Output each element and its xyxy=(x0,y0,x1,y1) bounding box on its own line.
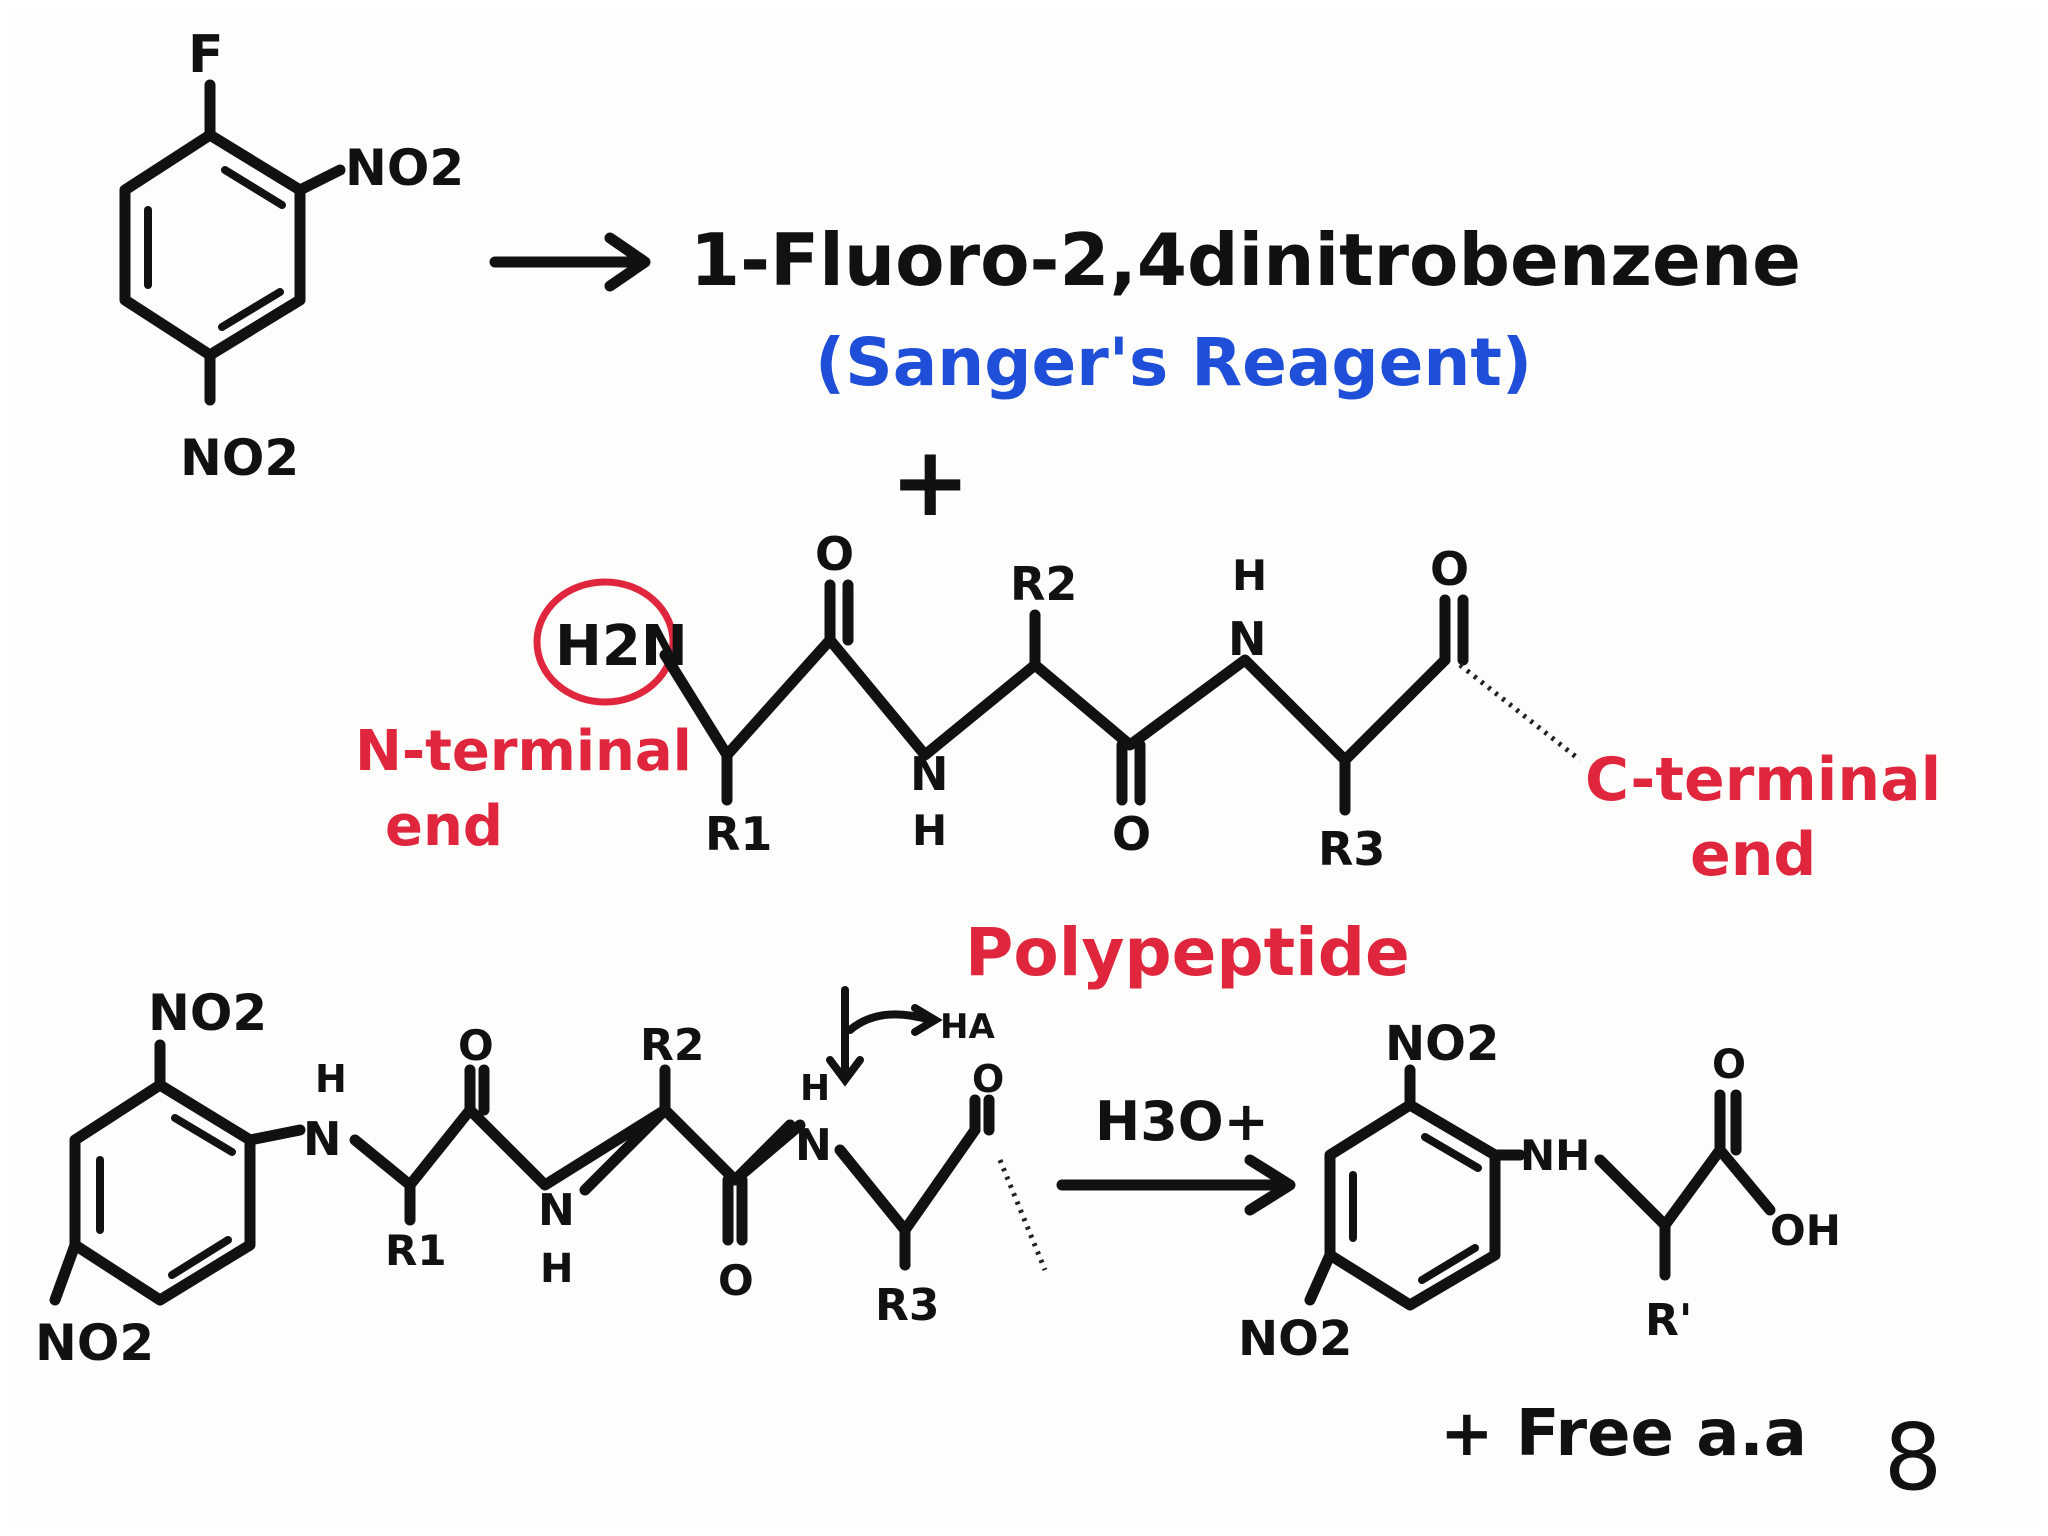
dnp-peptide-backbone-3 xyxy=(834,1124,981,1236)
n-terminal-label-line2: end xyxy=(385,794,503,859)
amide-h-1: H xyxy=(912,806,947,855)
c-no2-bond xyxy=(49,1239,81,1306)
r1-label: R1 xyxy=(705,807,772,861)
ring-double-bond xyxy=(171,1114,236,1156)
dnp-amine-h: H xyxy=(315,1057,347,1101)
ring-n-bond xyxy=(244,1124,306,1146)
amide-n-1: N xyxy=(910,747,949,801)
dnp-amino-acid-structure: NO2 NO2 NH O OH R' xyxy=(1238,1016,1841,1367)
fluorine-label: F xyxy=(188,25,224,85)
product-ortho-nitro: NO2 xyxy=(1385,1016,1499,1072)
polypeptide-label: Polypeptide xyxy=(965,914,1410,991)
dnp-amide-n-1: N xyxy=(538,1185,575,1236)
dnp-amine-n: N xyxy=(303,1112,342,1166)
ortho-nitro-label: NO2 xyxy=(345,139,464,197)
product-hydroxyl-label: OH xyxy=(1770,1206,1841,1255)
c-terminal-label-line1: C-terminal xyxy=(1585,745,1941,815)
product-backbone xyxy=(1594,1144,1776,1231)
plus-sign: + xyxy=(890,426,970,538)
ring-double-bond xyxy=(221,166,286,209)
hydrolysis-arrowhead xyxy=(826,1056,864,1087)
hydrolysis-label: HA xyxy=(940,1007,995,1047)
acid-reagent-label: H3O+ xyxy=(1095,1090,1269,1153)
chain-continuation-dots xyxy=(1458,663,1582,762)
n-terminal-amine-label: H2N xyxy=(555,614,688,679)
carbonyl-oxygen-1: O xyxy=(815,527,854,581)
ring-double-bond xyxy=(168,1236,232,1279)
product-r-prime-label: R' xyxy=(1645,1295,1692,1346)
dnp-ortho-nitro: NO2 xyxy=(148,984,267,1042)
dnp-r3-label: R3 xyxy=(875,1280,940,1331)
dnp-para-nitro: NO2 xyxy=(35,1314,154,1372)
reagent-structure: F NO2 NO2 xyxy=(119,25,464,487)
ring-double-bond xyxy=(218,288,284,331)
reagent-name: 1-Fluoro-2,4dinitrobenzene xyxy=(690,218,1801,302)
paper-background xyxy=(10,8,2038,1528)
r2-label: R2 xyxy=(1010,557,1077,611)
slide-number: 8 xyxy=(1883,1404,1943,1511)
dnp-polypeptide-structure: NO2 NO2 N H O R1 N H R2 O N H R3 xyxy=(35,984,1048,1372)
product-amine-label: NH xyxy=(1520,1131,1590,1180)
carbonyl-oxygen-3: O xyxy=(1430,542,1469,596)
para-nitro-label: NO2 xyxy=(180,429,299,487)
n-terminal-label-line1: N-terminal xyxy=(355,719,692,784)
dnp-carbonyl-oxygen-2: O xyxy=(718,1256,754,1305)
product-carbonyl-oxygen: O xyxy=(1712,1042,1746,1088)
ring-double-bond xyxy=(1418,1244,1479,1284)
reagent-common-name: (Sanger's Reagent) xyxy=(815,324,1532,401)
n-terminal-highlight-circle xyxy=(533,578,677,706)
c-no2-bond xyxy=(294,164,346,196)
dnp-carbonyl-oxygen-1: O xyxy=(458,1021,494,1070)
hydrolysis-reaction-arrowhead xyxy=(1244,1154,1296,1216)
polypeptide-structure: H2N O R1 N H R2 O N H R3 O xyxy=(533,527,1582,876)
hydrolysis-curve-head xyxy=(911,1004,943,1036)
amide-n-2: N xyxy=(1228,612,1267,666)
carbonyl-oxygen-2: O xyxy=(1112,807,1151,861)
dnp-r1-label: R1 xyxy=(385,1226,447,1275)
dnp-r2-label: R2 xyxy=(640,1020,705,1071)
dnp-amide-h-2: H xyxy=(800,1068,830,1109)
chain-continuation-dots xyxy=(997,1159,1048,1271)
naming-arrowhead xyxy=(604,232,651,292)
ring-double-bond xyxy=(1421,1133,1482,1172)
dnp-peptide-backbone-2 xyxy=(579,1104,796,1196)
r3-label: R3 xyxy=(1318,822,1385,876)
product-para-nitro: NO2 xyxy=(1238,1311,1352,1367)
free-amino-acid-label: + Free a.a xyxy=(1440,1397,1807,1471)
c-no2-bond xyxy=(1304,1249,1336,1306)
dnp-amide-h-1: H xyxy=(540,1246,573,1292)
dnp-carbonyl-oxygen-3: O xyxy=(972,1057,1004,1101)
dnp-amide-n-2: N xyxy=(795,1120,832,1171)
hydrolysis-curve xyxy=(846,1010,934,1034)
peptide-backbone xyxy=(659,634,1451,766)
amide-h-2: H xyxy=(1232,551,1267,600)
c-terminal-label-line2: end xyxy=(1690,820,1816,890)
